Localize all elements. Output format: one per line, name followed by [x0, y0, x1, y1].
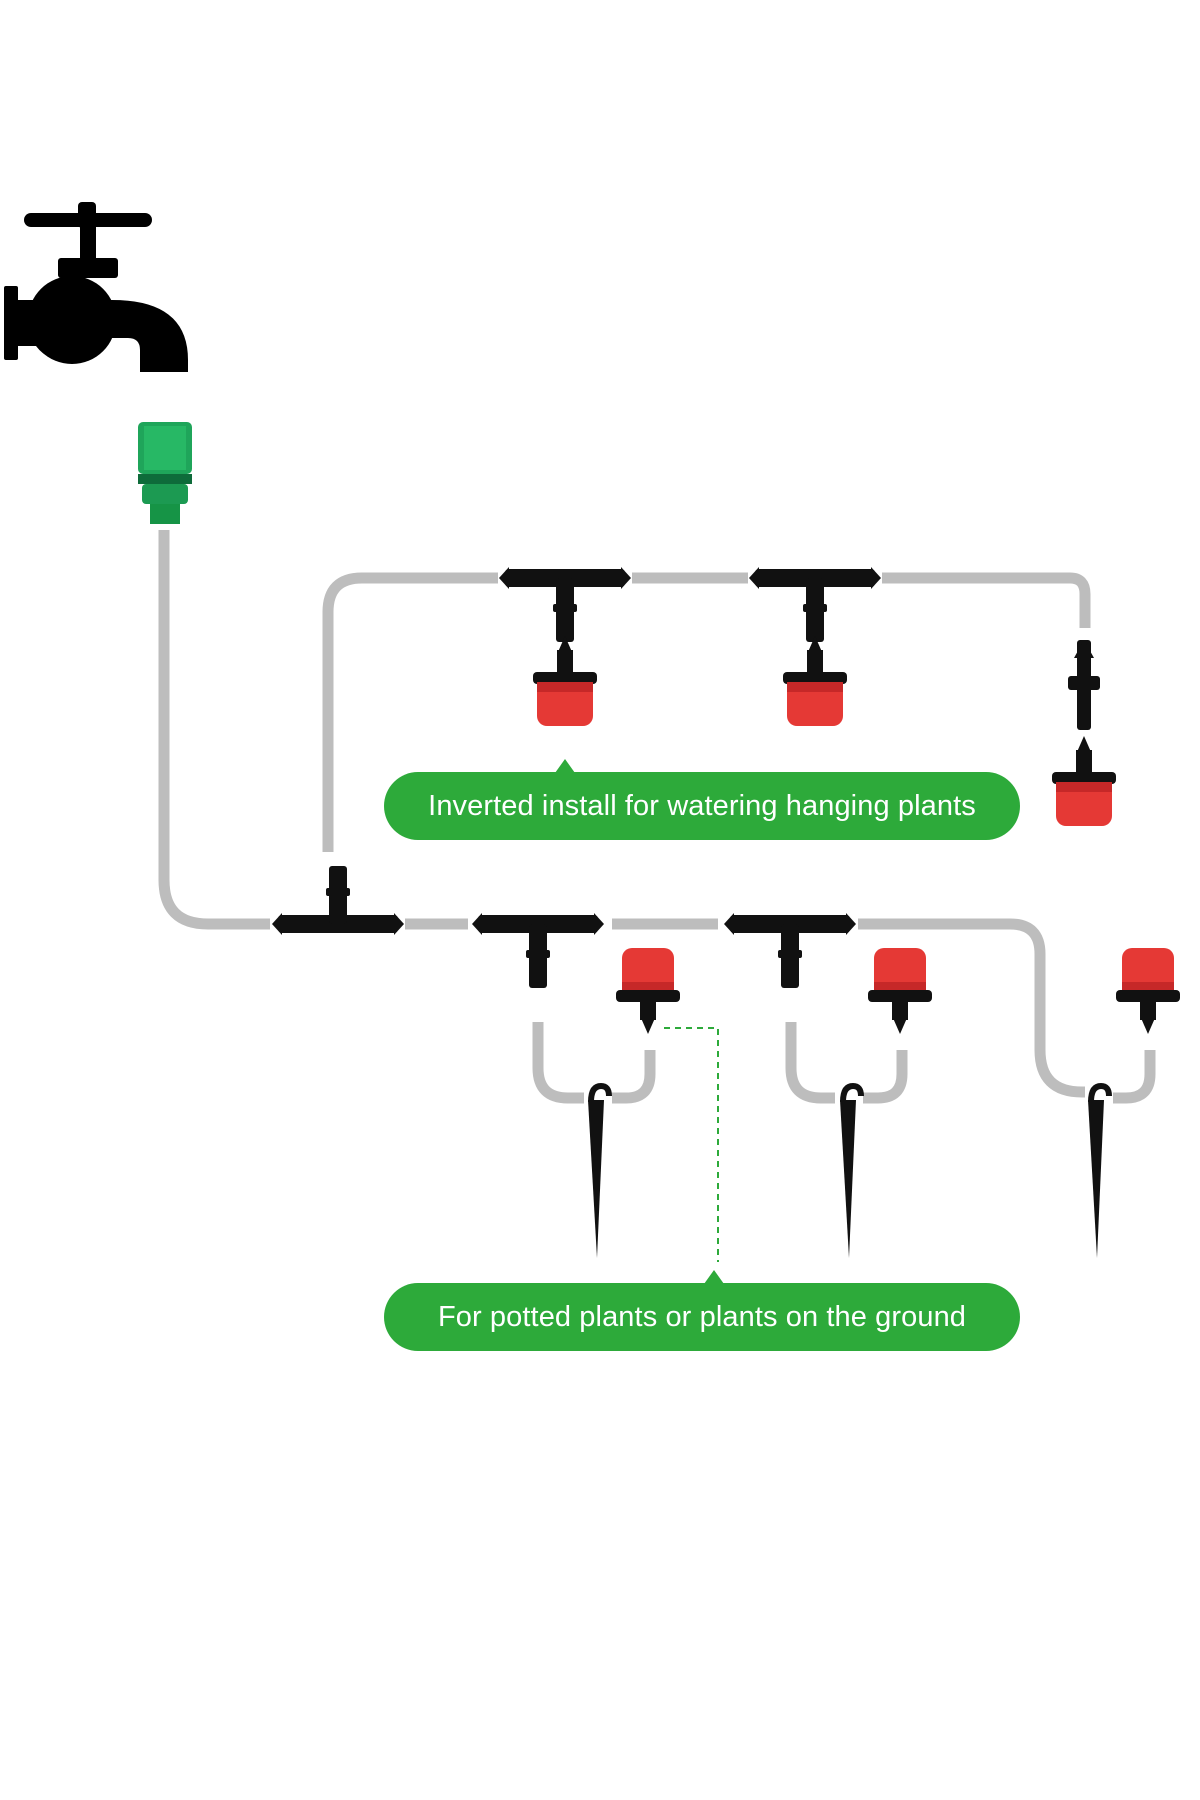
- tap-adapter-icon: [138, 422, 192, 524]
- guide-line-dashed: [664, 1027, 719, 1262]
- tee-connector-icon: [724, 913, 856, 988]
- pot-loop-2: [785, 1022, 835, 1104]
- upper-riser-tube: [322, 572, 498, 852]
- tubing: [158, 530, 1156, 1104]
- label-pointer-hanging: [555, 759, 575, 773]
- tee-connectors: [272, 567, 881, 988]
- tee-connector-icon: [472, 913, 604, 988]
- pot-loop-1b: [612, 1050, 656, 1104]
- adjustable-dripper-icon: [1052, 736, 1116, 826]
- ground-stake-icon: [588, 1082, 612, 1258]
- ground-stake-icon: [840, 1082, 864, 1258]
- tee-connector-icon: [272, 866, 404, 935]
- pot-loop-3b: [1113, 1050, 1156, 1104]
- drippers: [533, 636, 1180, 1034]
- label-pointer-ground: [704, 1270, 724, 1284]
- main-tube-end: [858, 918, 1083, 1098]
- main-feed-tube: [158, 530, 270, 930]
- adjustable-dripper-icon: [1116, 948, 1180, 1034]
- adjustable-dripper-icon: [616, 948, 680, 1034]
- adjustable-dripper-icon: [783, 636, 847, 726]
- faucet-icon: [4, 202, 188, 372]
- pot-loop-1: [532, 1022, 584, 1104]
- ground-stakes: [588, 1082, 1112, 1258]
- tee-connector-icon: [499, 567, 631, 642]
- straight-connector-icon: [1068, 640, 1100, 730]
- adjustable-dripper-icon: [533, 636, 597, 726]
- pot-loop-2b: [863, 1050, 908, 1104]
- adjustable-dripper-icon: [868, 948, 932, 1034]
- ground-stake-icon: [1088, 1082, 1112, 1258]
- tee-connector-icon: [749, 567, 881, 642]
- upper-tube-end: [882, 572, 1091, 628]
- label-ground-plants: For potted plants or plants on the groun…: [384, 1283, 1020, 1351]
- label-hanging-plants: Inverted install for watering hanging pl…: [384, 772, 1020, 840]
